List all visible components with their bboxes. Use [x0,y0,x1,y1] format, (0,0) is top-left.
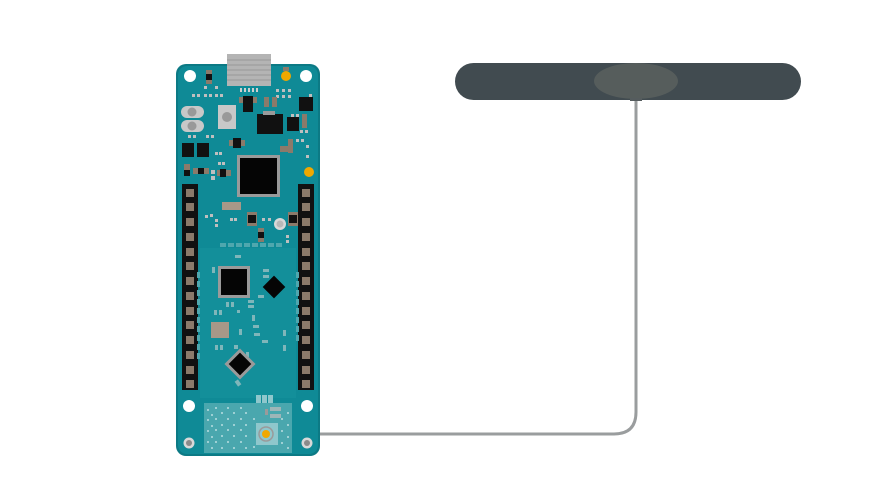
rf-shield-area [204,395,292,453]
pin-header-right [298,184,314,390]
antenna-connector [256,423,278,445]
led-indicator-mid [304,167,314,177]
usb-connector [227,54,271,92]
rotated-chip [262,275,286,299]
bottom-rotated-chip [224,348,256,380]
antenna-cable-joint [630,98,642,101]
slide-switches [181,106,204,132]
mount-hole-mid-right [301,400,313,412]
mount-hole-top-right [300,70,312,82]
mount-hole-mid-left [183,400,195,412]
external-antenna [455,63,801,101]
qfn-chip [218,266,250,298]
reset-button [218,105,236,129]
mount-hole-top-left [184,70,196,82]
antenna-cable [268,98,638,436]
antenna-center-patch [594,63,678,99]
pin-header-left [182,184,198,390]
led-indicator-top [281,71,291,81]
main-processor-chip [237,155,280,197]
microcontroller-board [176,54,320,456]
